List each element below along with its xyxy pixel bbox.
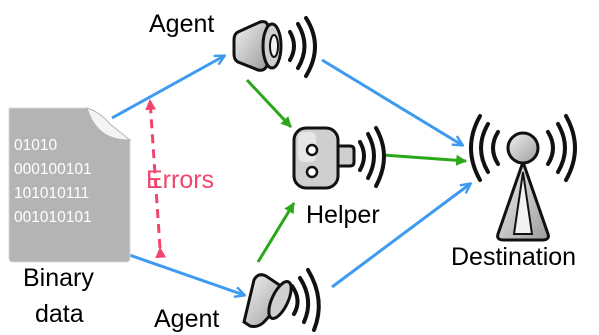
bits-line-3: 101010111 bbox=[14, 185, 89, 202]
binary-data-label-line-1: Binary bbox=[23, 264, 94, 292]
bits-line-4: 001010101 bbox=[14, 209, 92, 226]
arrows bbox=[111, 56, 470, 295]
agent-top-label: Agent bbox=[149, 10, 214, 38]
errors-arrow bbox=[145, 98, 167, 259]
errors-label: Errors bbox=[146, 166, 214, 194]
agent-antenna-icon bbox=[232, 16, 317, 78]
destination-tower-icon bbox=[469, 114, 577, 242]
bits-line-1: 01010 bbox=[14, 137, 57, 154]
arrow-document-to-agent-bottom bbox=[117, 249, 244, 295]
arrow-agent-bottom-to-destination bbox=[331, 184, 470, 289]
arrow-agent-top-to-helper bbox=[245, 78, 293, 129]
arrow-agent-bottom-to-helper bbox=[256, 202, 296, 263]
arrow-helper-to-destination bbox=[382, 153, 468, 166]
bits-line-2: 000100101 bbox=[14, 161, 92, 178]
helper-robot-icon bbox=[292, 126, 386, 190]
destination-label: Destination bbox=[451, 243, 576, 271]
arrow-agent-top-to-destination bbox=[321, 58, 462, 145]
arrow-document-to-agent-top bbox=[111, 56, 224, 120]
agent-bottom-label: Agent bbox=[154, 305, 219, 333]
helper-label: Helper bbox=[306, 201, 380, 229]
binary-data-label-line-2: data bbox=[35, 300, 84, 328]
agent-antenna-icon-bottom bbox=[242, 268, 321, 332]
binary-data-document-icon: 01010 000100101 101010111 001010101 bbox=[8, 107, 132, 263]
